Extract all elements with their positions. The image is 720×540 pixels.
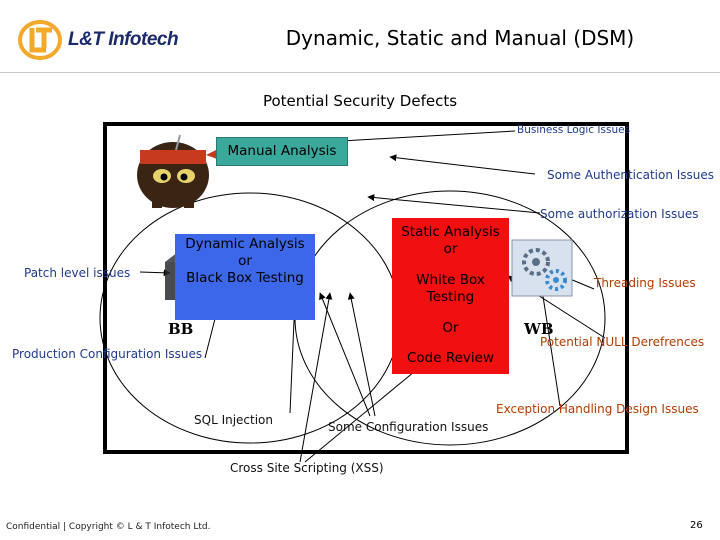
issue-some-config: Some Configuration Issues (328, 420, 489, 434)
dynamic-analysis-line-1: Dynamic Analysis (185, 236, 305, 252)
issue-authentication: Some Authentication Issues (547, 168, 715, 182)
issue-business-logic: Business Logic Issues (517, 124, 631, 136)
arrow-authorization (367, 194, 541, 214)
footer-confidential: Confidential | Copyright © L & T Infotec… (6, 522, 211, 532)
logo-text: L&T Infotech (68, 29, 179, 50)
arrow-config-dynamic (319, 292, 371, 417)
static-analysis-line-1: Static Analysis (401, 224, 500, 240)
arrow-xss-left (299, 292, 333, 463)
diagram-frame (103, 122, 629, 454)
static-analysis-line-5: Or (442, 320, 459, 336)
issue-exception-handling: Exception Handling Design Issues (496, 402, 699, 416)
lt-logo-icon (18, 20, 62, 60)
issue-production-config: Production Configuration Issues (12, 347, 203, 361)
manual-analysis-box: Manual Analysis (216, 137, 348, 166)
header-divider (0, 72, 720, 73)
issue-xss: Cross Site Scripting (XSS) (230, 461, 384, 475)
gear-icon (511, 239, 573, 297)
dynamic-analysis-line-3: Black Box Testing (186, 270, 304, 286)
dynamic-analysis-box: Dynamic Analysis or Black Box Testing (175, 234, 315, 320)
issue-patch-level: Patch level issues (24, 266, 131, 280)
issue-authorization: Some authorization Issues (540, 207, 699, 221)
manual-analysis-label: Manual Analysis (227, 143, 337, 159)
dynamic-analysis-line-2: or (238, 253, 252, 269)
static-analysis-line-2: or (443, 241, 458, 257)
ninja-icon (137, 134, 224, 208)
arrow-config-static (347, 292, 376, 417)
static-analysis-box: Static Analysis or White Box Testing Or … (392, 218, 509, 374)
issue-null-deref: Potential NULL Derefrences (540, 335, 705, 349)
bb-label: BB (168, 320, 194, 338)
diagram-subtitle: Potential Security Defects (262, 92, 458, 110)
issue-sql-injection: SQL Injection (194, 413, 274, 427)
arrow-authentication (389, 154, 536, 175)
page-title: Dynamic, Static and Manual (DSM) (285, 26, 635, 50)
company-logo: L&T Infotech (18, 18, 198, 62)
static-analysis-line-6: Code Review (406, 350, 495, 366)
static-analysis-line-3: White Box (416, 272, 485, 288)
page-number: 26 (690, 520, 703, 531)
static-analysis-line-4: Testing (426, 289, 475, 305)
wb-label: WB (524, 320, 554, 338)
issue-threading: Threading Issues (594, 276, 696, 290)
